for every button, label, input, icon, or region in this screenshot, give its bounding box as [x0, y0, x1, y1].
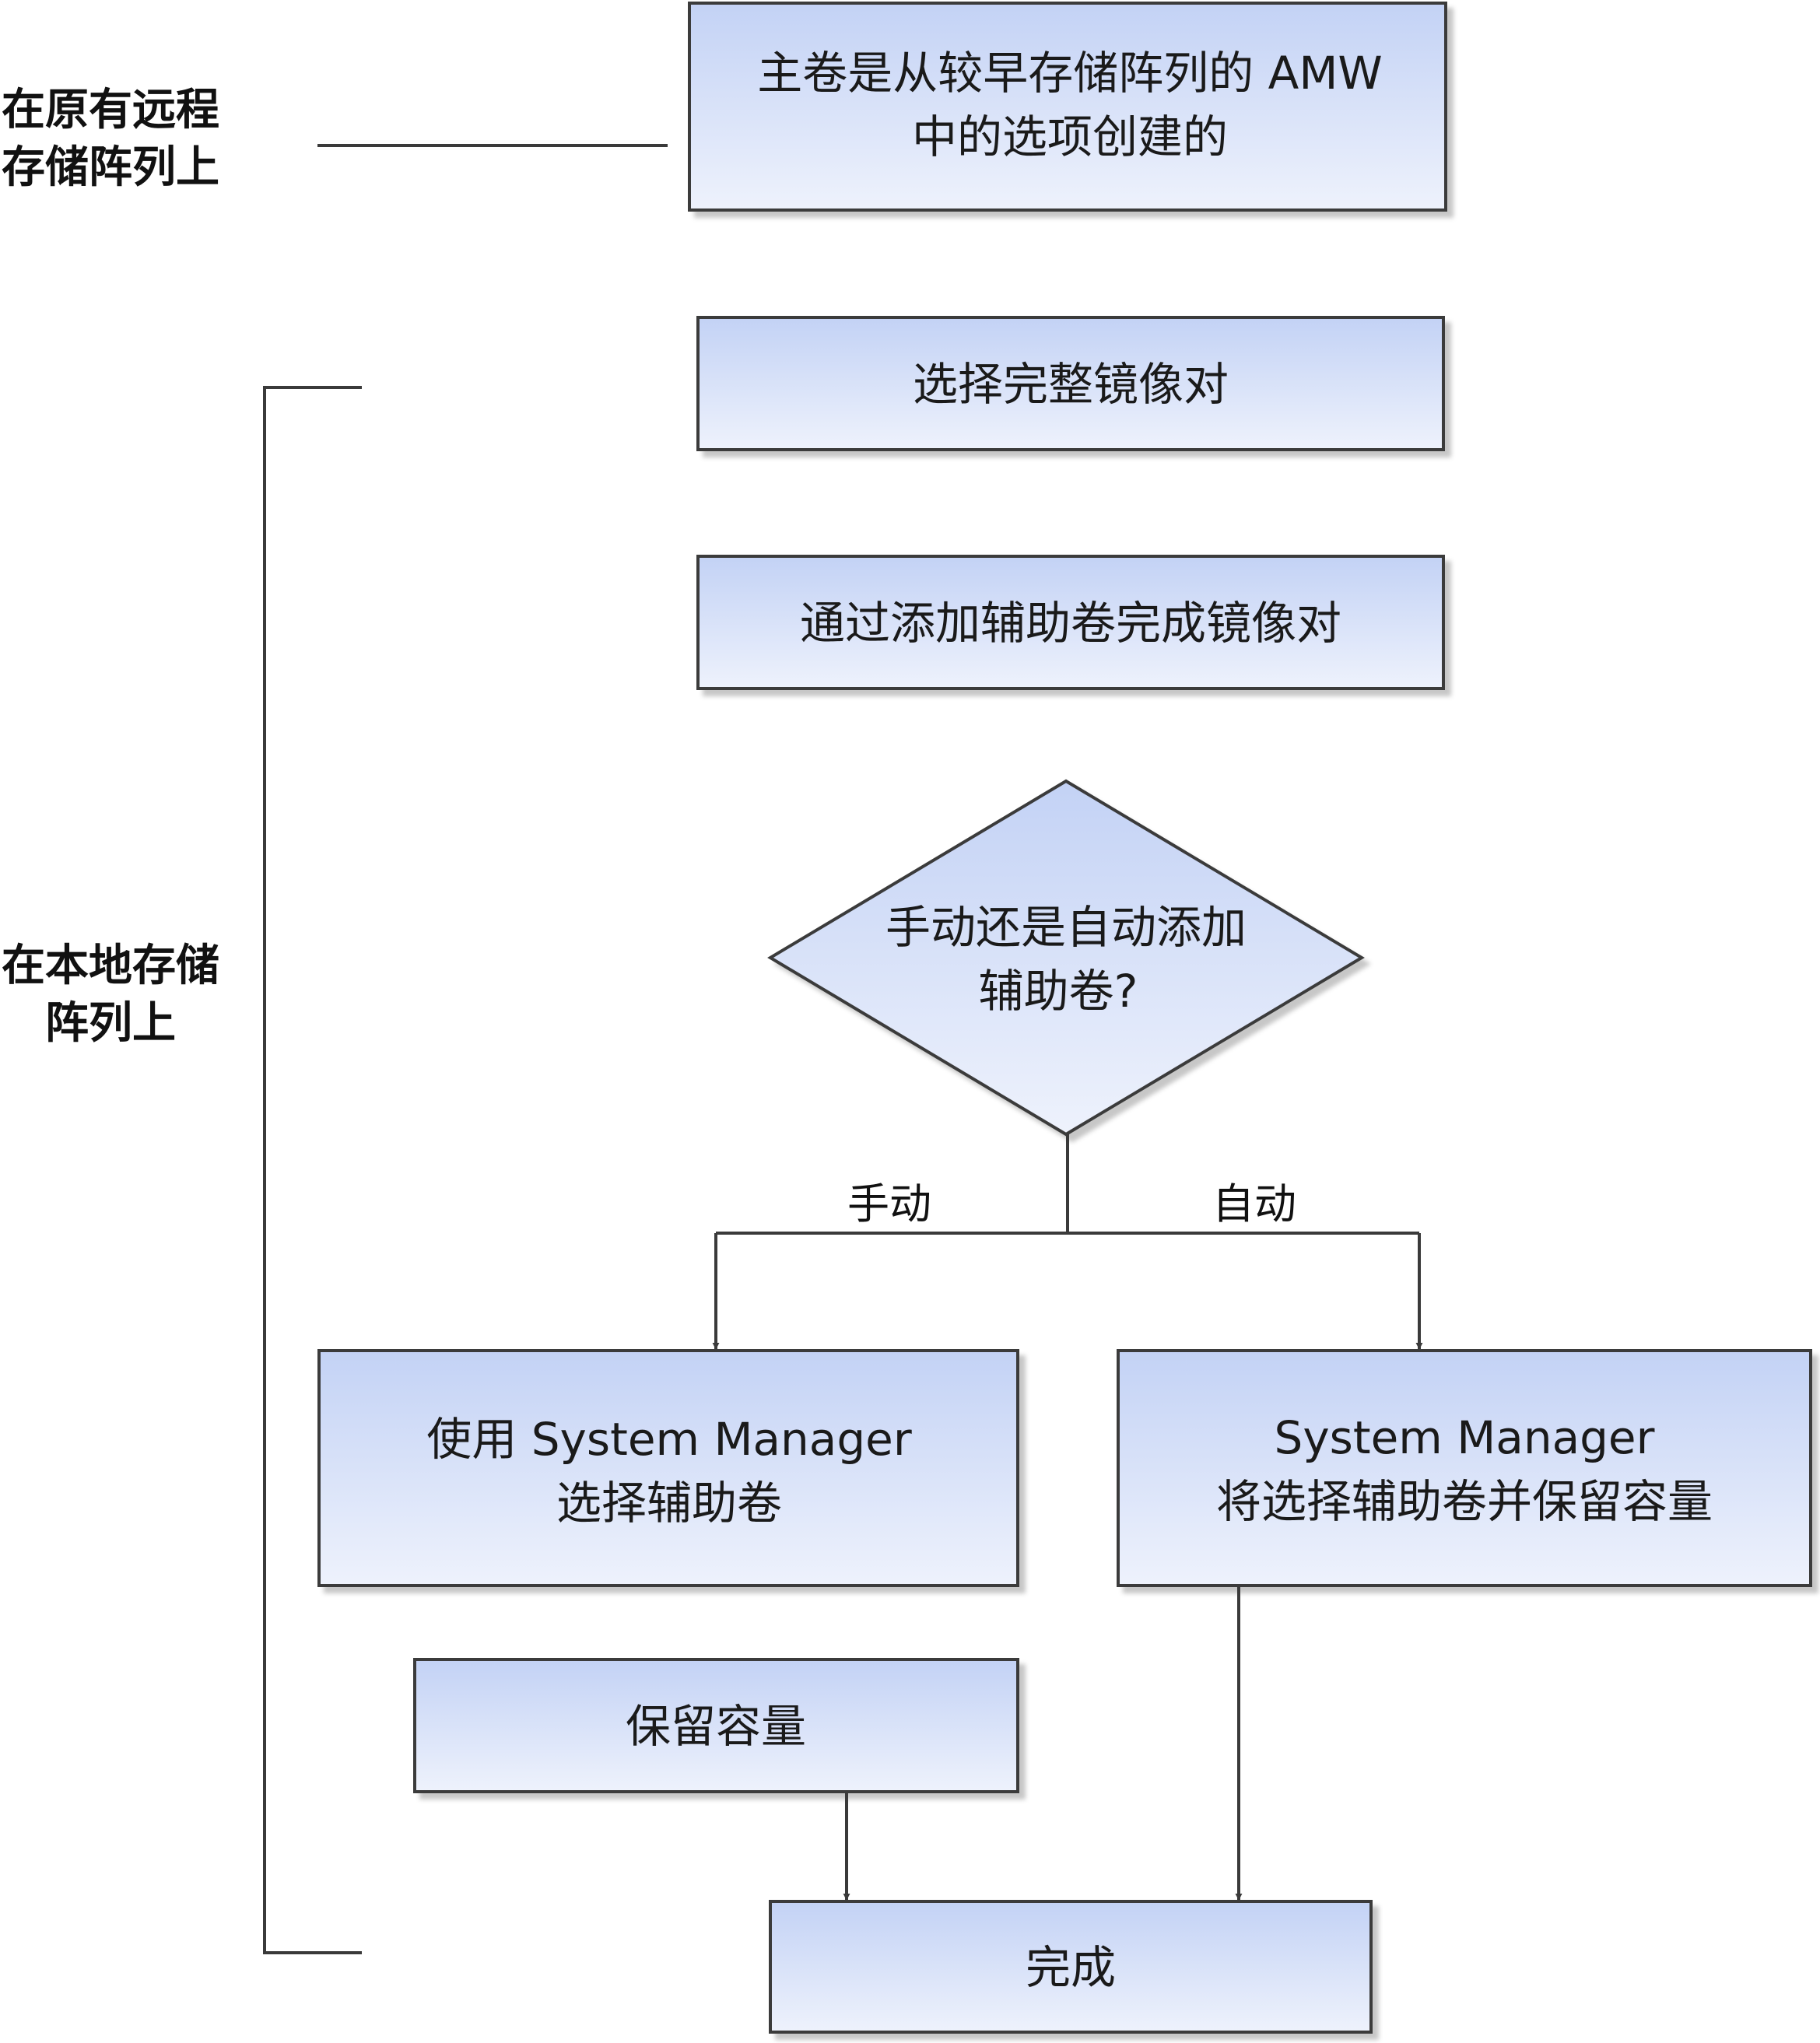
box-add-secondary: 通过添加辅助卷完成镜像对: [696, 555, 1445, 690]
box-select-pair-label: 选择完整镜像对: [913, 358, 1229, 411]
box-manual-select: 使用 System Manager 选择辅助卷: [317, 1349, 1019, 1587]
section-label-local-line1: 在本地存储: [2, 941, 219, 991]
decision-diamond: 手动还是自动添加 辅助卷?: [767, 779, 1365, 1137]
box-primary-volume-line2: 中的选项创建的: [912, 110, 1228, 163]
box-done: 完成: [769, 1900, 1373, 2034]
box-auto-select-line2: 将选择辅助卷并保留容量: [1216, 1475, 1713, 1528]
box-reserve-capacity: 保留容量: [413, 1658, 1019, 1793]
box-auto-select-line1: System Manager: [1275, 1411, 1655, 1464]
box-primary-volume-line1: 主卷是从较早存储阵列的 AMW: [757, 47, 1383, 100]
branch-label-auto: 自动: [1212, 1179, 1296, 1228]
box-primary-volume: 主卷是从较早存储阵列的 AMW 中的选项创建的: [688, 2, 1447, 212]
local-section-bracket: [263, 386, 362, 1954]
decision-line1: 手动还是自动添加: [885, 901, 1247, 954]
box-add-secondary-label: 通过添加辅助卷完成镜像对: [800, 597, 1341, 650]
arrows-to-done: [843, 1586, 1243, 1901]
branch-connectors: [712, 1134, 1423, 1350]
box-auto-select: System Manager 将选择辅助卷并保留容量: [1117, 1349, 1812, 1587]
section-label-remote-line2: 存储阵列上: [2, 142, 219, 193]
box-manual-select-line1: 使用 System Manager: [426, 1413, 912, 1466]
box-reserve-capacity-label: 保留容量: [626, 1700, 806, 1753]
decision-line2: 辅助卷?: [979, 965, 1138, 1018]
box-manual-select-line2: 选择辅助卷: [556, 1477, 782, 1530]
section-label-remote-line1: 在原有远程: [2, 85, 219, 135]
branch-label-manual: 手动: [847, 1179, 931, 1228]
box-done-label: 完成: [1026, 1941, 1116, 1994]
section-label-local-line2: 阵列上: [45, 998, 176, 1049]
box-select-pair: 选择完整镜像对: [696, 316, 1445, 451]
